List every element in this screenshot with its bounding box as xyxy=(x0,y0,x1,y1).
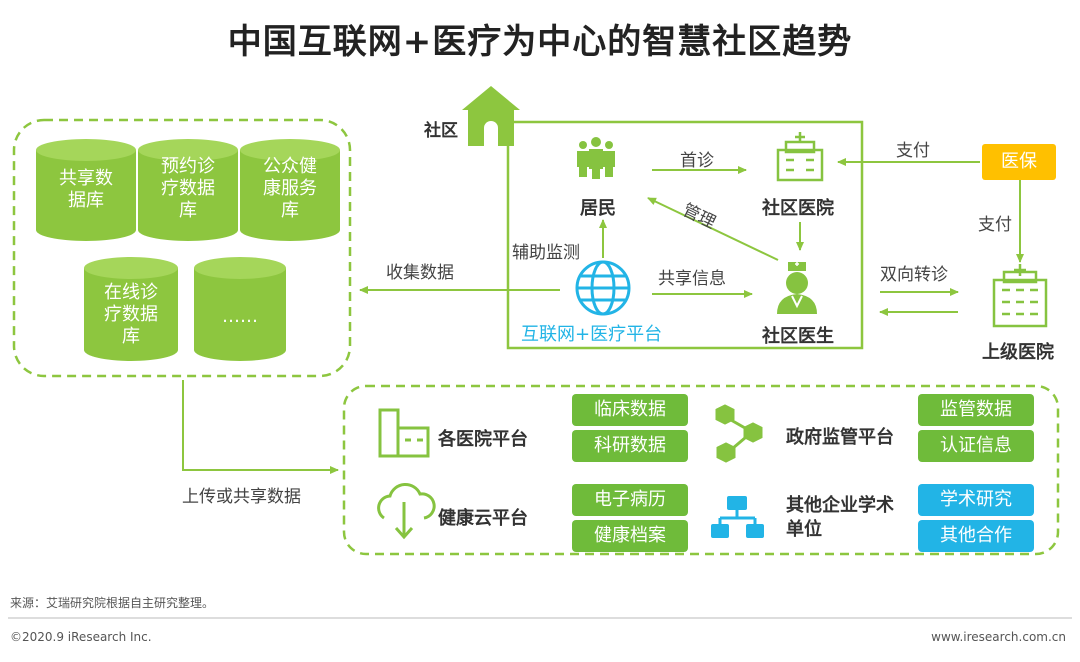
db-online-line1: 在线诊 xyxy=(104,282,158,303)
arrow-manage xyxy=(647,197,779,261)
community-label: 社区 xyxy=(424,121,458,141)
community-doctor-label: 社区医生 xyxy=(762,326,834,347)
share-info-label: 共享信息 xyxy=(658,269,726,289)
pill-other-cooperation: 其他合作 xyxy=(918,520,1034,552)
referral-label: 双向转诊 xyxy=(880,265,948,285)
house-icon xyxy=(462,86,520,146)
network-icon xyxy=(715,404,763,463)
hospital-platform-label: 各医院平台 xyxy=(438,429,528,450)
page-title: 中国互联网+医疗为中心的智慧社区趋势 xyxy=(227,22,853,62)
db-public-line1: 公众健 xyxy=(263,156,317,177)
community-frame xyxy=(506,120,864,350)
cloud-download-icon xyxy=(377,483,436,540)
db-cylinder-public-health xyxy=(240,139,340,241)
db-cylinder-more xyxy=(194,257,286,361)
pill-research-data: 科研数据 xyxy=(572,430,688,462)
db-cylinder-shared xyxy=(36,139,136,241)
assist-monitor-label: 辅助监测 xyxy=(512,243,580,263)
database-frame xyxy=(12,118,352,378)
residents-label: 居民 xyxy=(580,198,616,219)
db-online-line3: 库 xyxy=(122,326,140,347)
pay-label-1: 支付 xyxy=(896,141,930,161)
db-cylinder-online xyxy=(84,257,178,361)
db-appointment-line1: 预约诊 xyxy=(161,156,215,177)
platform-label: 互联网+医疗平台 xyxy=(521,324,663,345)
db-appointment-label: 预约诊 疗数据 库 xyxy=(138,156,238,222)
platforms-frame xyxy=(342,384,1060,556)
db-appointment-line3: 库 xyxy=(179,200,197,221)
db-shared-line2: 据库 xyxy=(68,190,104,211)
db-shared-label: 共享数 据库 xyxy=(36,168,136,212)
other-units-line2: 单位 xyxy=(786,519,822,540)
collect-data-label: 收集数据 xyxy=(386,263,454,283)
community-hospital-label: 社区医院 xyxy=(762,198,834,219)
db-online-label: 在线诊 疗数据 库 xyxy=(84,282,178,348)
upper-hospital-label: 上级医院 xyxy=(982,342,1054,363)
other-units-line1: 其他企业学术 xyxy=(786,495,894,516)
upload-share-label: 上传或共享数据 xyxy=(182,487,301,507)
db-appointment-line2: 疗数据 xyxy=(161,178,215,199)
first-visit-label: 首诊 xyxy=(680,151,714,171)
pill-health-record: 健康档案 xyxy=(572,520,688,552)
doctor-icon xyxy=(777,262,817,314)
other-units-label: 其他企业学术 单位 xyxy=(786,494,894,542)
org-chart-icon xyxy=(711,496,764,538)
db-online-line2: 疗数据 xyxy=(104,304,158,325)
pay-label-2: 支付 xyxy=(978,215,1012,235)
db-shared-line1: 共享数 xyxy=(59,168,113,189)
pill-emr: 电子病历 xyxy=(572,484,688,516)
pill-certification-info: 认证信息 xyxy=(918,430,1034,462)
pill-supervision-data: 监管数据 xyxy=(918,394,1034,426)
pill-clinical-data: 临床数据 xyxy=(572,394,688,426)
db-more-label: …… xyxy=(194,306,286,328)
upper-hospital-icon xyxy=(992,264,1048,328)
arrow-upload xyxy=(182,380,339,474)
db-cylinder-appointment xyxy=(138,139,238,241)
residents-icon xyxy=(577,137,615,179)
hospital-platform-icon xyxy=(378,408,430,458)
cloud-platform-label: 健康云平台 xyxy=(438,508,528,529)
gov-platform-label: 政府监管平台 xyxy=(786,427,894,448)
db-public-health-label: 公众健 康服务 库 xyxy=(240,156,340,222)
db-more-line1: …… xyxy=(222,306,258,327)
source-note: 来源：艾瑞研究院根据自主研究整理。 xyxy=(10,596,215,610)
insurance-box: 医保 xyxy=(982,144,1056,180)
copyright: ©2020.9 iResearch Inc. xyxy=(10,630,152,644)
pill-academic-research: 学术研究 xyxy=(918,484,1034,516)
globe-icon xyxy=(575,260,631,316)
db-public-line3: 库 xyxy=(281,200,299,221)
db-public-line2: 康服务 xyxy=(263,178,317,199)
community-hospital-icon xyxy=(776,132,824,182)
website-link: www.iresearch.com.cn xyxy=(931,630,1066,644)
